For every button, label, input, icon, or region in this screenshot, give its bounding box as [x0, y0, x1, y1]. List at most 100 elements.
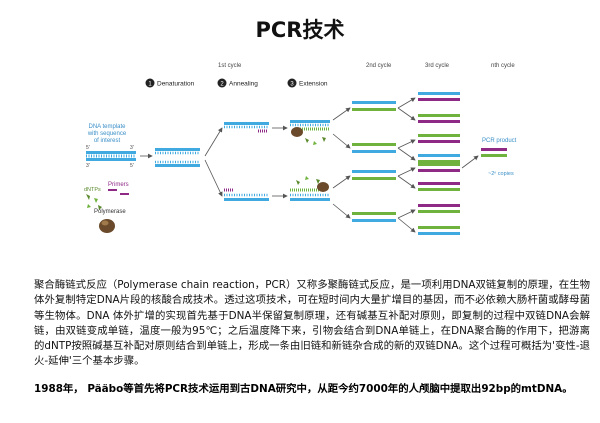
dntps-label: dNTPs [84, 187, 101, 193]
dntp-fragment [322, 137, 326, 142]
arrow [461, 155, 479, 169]
primer [108, 189, 117, 191]
strand [352, 219, 396, 222]
pcr-cycle-diagram: 1st cycle 2nd cycle 3rd cycle nth cycle … [84, 63, 517, 235]
step-number-badge [217, 78, 227, 88]
step-label: Extension [299, 81, 328, 88]
strand [352, 150, 396, 153]
arrow [397, 147, 416, 161]
arrow [332, 203, 351, 219]
strand [418, 140, 460, 143]
step-extension: 3 Extension [287, 78, 328, 88]
product-strand [481, 154, 507, 157]
strand [418, 154, 460, 157]
extension-top [290, 120, 330, 145]
dntp-fragment [98, 205, 102, 210]
dntp-fragment [313, 141, 317, 145]
strand [418, 98, 460, 101]
product-copies: ~2ⁿ copies [488, 170, 514, 177]
strand [418, 114, 460, 117]
strand [418, 163, 460, 166]
duplex [352, 143, 396, 153]
cycle-header-4: nth cycle [491, 63, 515, 69]
strand [418, 210, 460, 213]
arrow [332, 175, 351, 189]
primers-legend: Primers [108, 182, 129, 195]
template-strand-bottom [86, 158, 136, 161]
strand [418, 204, 460, 207]
arrow [397, 139, 416, 149]
strand-end-label: 3' [86, 163, 90, 169]
strand [352, 108, 396, 111]
strand [352, 170, 396, 173]
arrow [397, 209, 416, 219]
single-strand [290, 120, 330, 123]
denatured-strands [155, 148, 200, 167]
strand [418, 182, 460, 185]
arrow [397, 175, 416, 189]
template-label-line: DNA template [88, 124, 126, 130]
dntp-fragment [86, 194, 90, 200]
template-label-line: with sequence [87, 131, 127, 137]
strand [418, 226, 460, 229]
polymerase-label: Polymerase [94, 209, 126, 215]
strand [418, 160, 460, 163]
arrow [332, 133, 351, 149]
dntp-fragment [296, 180, 300, 185]
polymerase-legend: Polymerase [94, 209, 126, 233]
step-number-badge [287, 78, 297, 88]
step-label: Annealing [229, 81, 258, 88]
strand [418, 232, 460, 235]
product-label: PCR product [482, 138, 517, 144]
third-cycle-duplexes [418, 92, 460, 235]
annealing-top [224, 122, 269, 133]
second-cycle-duplexes [352, 101, 396, 222]
single-strand [224, 122, 269, 125]
dntp-fragment [316, 179, 320, 184]
single-strand [155, 164, 200, 167]
template-label-line: of interest [94, 138, 121, 144]
pcr-product: PCR product ~2ⁿ copies [481, 138, 517, 177]
history-note: 1988年， Pääbo等首先将PCR技术运用到古DNA研究中，从距今约7000… [34, 383, 573, 395]
step-number: 3 [290, 81, 294, 87]
product-strand [481, 148, 507, 151]
dntp-fragment [305, 138, 309, 143]
template-label: DNA template with sequence of interest [87, 124, 127, 144]
step-annealing: 2 Annealing [217, 78, 258, 88]
step-label: Denaturation [157, 81, 195, 88]
cycle-header-3: 3rd cycle [425, 63, 450, 69]
arrow [204, 127, 223, 157]
flow-arrows [140, 97, 479, 233]
single-strand [290, 198, 330, 201]
dntps-legend: dNTPs [84, 187, 102, 210]
step-number: 1 [148, 81, 152, 87]
strand [418, 92, 460, 95]
single-strand [224, 198, 269, 201]
strand [418, 188, 460, 191]
strand [352, 143, 396, 146]
primer [120, 193, 129, 195]
annealing-bottom [224, 188, 269, 201]
template-dna: 5' 3' 3' 5' [86, 145, 136, 169]
step-denaturation: 1 Denaturation [145, 78, 195, 88]
strand [418, 120, 460, 123]
arrow [397, 217, 416, 233]
arrow [204, 159, 223, 197]
arrow [397, 107, 416, 121]
page-title: PCR技术 [255, 18, 345, 42]
dntp-fragment [87, 204, 91, 208]
polymerase-blob [291, 127, 303, 137]
strand-end-label: 3' [130, 145, 134, 151]
strand [352, 212, 396, 215]
step-number-badge [145, 78, 155, 88]
step-number: 2 [220, 81, 224, 87]
polymerase-blob-highlight [101, 220, 109, 226]
cycle-header-2: 2nd cycle [366, 63, 392, 69]
strand [352, 177, 396, 180]
dntp-fragment [94, 198, 98, 203]
arrow [397, 97, 416, 109]
primers-label: Primers [108, 182, 129, 188]
strand-end-label: 5' [130, 163, 134, 169]
duplex [352, 212, 396, 222]
strand [418, 134, 460, 137]
